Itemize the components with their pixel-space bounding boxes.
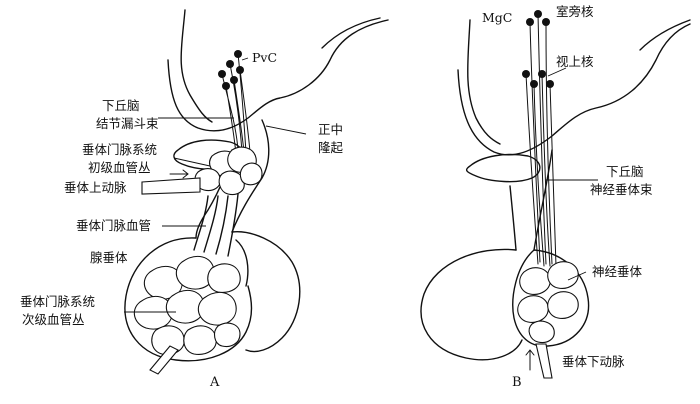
capillary-loop bbox=[547, 291, 579, 319]
capillary-loop bbox=[207, 263, 241, 293]
leader-neuro bbox=[567, 271, 587, 281]
label-hypo-tract-1: 下丘脑 bbox=[102, 98, 140, 113]
label-median-1: 正中 bbox=[318, 122, 343, 137]
capillary-loop bbox=[151, 325, 185, 355]
portal-vessel bbox=[215, 195, 229, 255]
panel-b-neurons bbox=[522, 10, 557, 267]
label-hypo-tract-2: 结节漏斗束 bbox=[96, 116, 159, 131]
panel-a-portal-vessels bbox=[193, 193, 239, 257]
panel-a-diagram: PvC 下丘脑 结节漏斗束 正中 隆起 垂体门脉系统 初级血管丛 垂体上动脉 垂… bbox=[20, 9, 389, 390]
label-pvn: 室旁核 bbox=[556, 4, 594, 19]
label-primary-1: 垂体门脉系统 bbox=[82, 142, 157, 157]
portal-vessel bbox=[227, 193, 239, 257]
label-sup-artery: 垂体上动脉 bbox=[64, 180, 127, 195]
capillary-loop bbox=[517, 295, 549, 323]
capillary-loop bbox=[528, 320, 555, 344]
panel-b-artery-arrow bbox=[525, 349, 535, 371]
panel-a-ventricle-outline bbox=[167, 19, 389, 132]
label-secondary-1: 垂体门脉系统 bbox=[20, 294, 95, 309]
capillary-loop bbox=[165, 289, 205, 324]
label-tract-2: 神经垂体束 bbox=[590, 182, 653, 197]
label-secondary-2: 次级血管丛 bbox=[22, 312, 85, 327]
leader-primary bbox=[173, 157, 211, 167]
capillary-loop bbox=[218, 170, 245, 196]
panel-b-third-ventricle bbox=[639, 19, 691, 51]
capillary-loop bbox=[197, 291, 237, 326]
panel-a-superior-artery bbox=[141, 177, 201, 195]
panel-b-diagram: MgC 室旁核 视上核 下丘脑 神经垂体束 神经垂体 垂体下动脉 B bbox=[420, 4, 691, 390]
panel-a-pvc-neurons bbox=[218, 50, 251, 155]
panel-a-leaders bbox=[124, 57, 307, 313]
capillary-loop bbox=[133, 295, 173, 330]
panel-a-secondary-plexus bbox=[133, 255, 241, 355]
leader-pvc bbox=[241, 57, 249, 61]
panel-b-neural-network bbox=[517, 261, 579, 344]
panel-b-adenohypophysis bbox=[420, 248, 523, 361]
panel-b-inferior-artery bbox=[535, 343, 553, 379]
capillary-loop bbox=[175, 255, 215, 290]
leader-median bbox=[265, 125, 307, 135]
capillary-loop bbox=[213, 322, 241, 348]
label-adeno: 腺垂体 bbox=[90, 250, 128, 265]
capillary-loop bbox=[547, 261, 579, 289]
panel-a-gland-divide bbox=[235, 239, 249, 287]
portal-vessel bbox=[193, 195, 209, 251]
panel-b-optic-chiasm bbox=[465, 153, 541, 183]
panel-a-letter: A bbox=[209, 375, 220, 390]
label-tract-1: 下丘脑 bbox=[606, 164, 644, 179]
panel-a-artery-arrow bbox=[169, 169, 189, 179]
panel-a-hypophyseal-vein bbox=[149, 345, 179, 375]
panel-b-tract-fibers bbox=[525, 13, 557, 267]
label-mgc: MgC bbox=[482, 10, 512, 25]
panel-a-tract-fibers bbox=[221, 53, 251, 155]
panel-b-leaders bbox=[546, 67, 598, 281]
panel-a-primary-plexus bbox=[194, 146, 263, 196]
panel-a-third-ventricle bbox=[321, 17, 381, 49]
portal-vessel bbox=[203, 195, 219, 253]
panel-b-letter: B bbox=[512, 375, 522, 390]
leader-son bbox=[547, 67, 567, 77]
label-primary-2: 初级血管丛 bbox=[88, 160, 151, 175]
panel-b-infundibulum-left bbox=[509, 185, 517, 251]
panel-a-neurohypophysis bbox=[231, 231, 301, 353]
capillary-loop bbox=[519, 267, 551, 295]
capillary-loop bbox=[239, 162, 263, 186]
label-median-2: 隆起 bbox=[318, 140, 344, 155]
panel-a-hypothalamus-outline bbox=[180, 9, 213, 123]
label-portal-vessels: 垂体门脉血管 bbox=[76, 218, 151, 233]
capillary-loop bbox=[183, 325, 217, 355]
panel-b-ventricle-outline bbox=[457, 23, 691, 156]
label-son: 视上核 bbox=[556, 54, 594, 69]
label-inf-artery: 垂体下动脉 bbox=[562, 354, 625, 369]
panel-b-hypothalamus-outline bbox=[467, 19, 501, 145]
label-pvc: PvC bbox=[252, 50, 277, 65]
panel-a-infundibulum bbox=[231, 119, 270, 233]
label-neuro: 神经垂体 bbox=[592, 264, 643, 279]
